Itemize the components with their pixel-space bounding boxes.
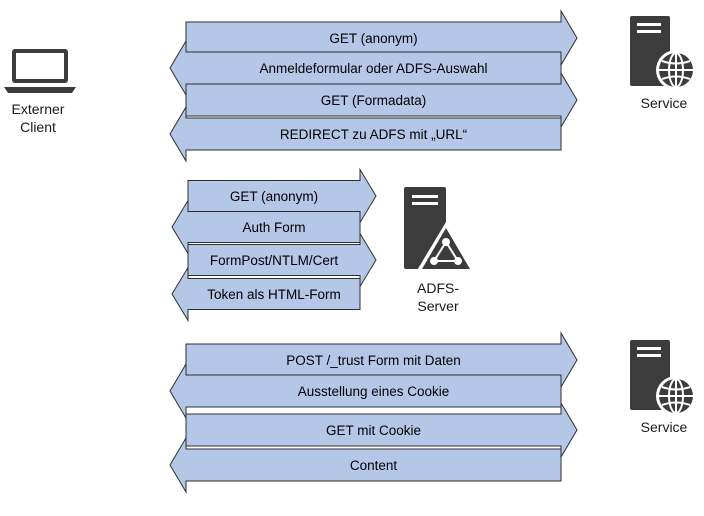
web-server-icon	[630, 16, 696, 90]
arrow-group-adfs: GET (anonym) Auth FormFormPost/NTLM/CertT…	[171, 167, 377, 323]
adfs-label-line2: Server	[417, 298, 459, 314]
response-arrow	[171, 265, 361, 323]
response-arrow	[169, 362, 562, 420]
arrow-label: GET mit Cookie	[326, 423, 421, 438]
arrow-label: Ausstellung eines Cookie	[298, 384, 450, 399]
laptop-icon	[4, 49, 76, 93]
request-arrow	[185, 401, 578, 459]
web-server-icon	[630, 340, 696, 416]
service-bottom-label: Service	[641, 419, 688, 435]
request-arrow	[187, 231, 377, 289]
service-server-top: Service	[630, 16, 696, 111]
client-label-line2: Client	[20, 119, 56, 135]
service-top-label: Service	[641, 95, 688, 111]
arrow-label: Token als HTML-Form	[207, 287, 341, 302]
arrow-label: REDIRECT zu ADFS mit „URL“	[280, 127, 467, 142]
arrow-label: GET (anonym)	[230, 189, 318, 204]
arrow-label: Anmeldeformular oder ADFS-Auswahl	[259, 61, 487, 76]
external-client: Externer Client	[4, 49, 76, 135]
adfs-server-icon	[404, 187, 476, 272]
arrow-label: GET (Formadata)	[321, 93, 427, 108]
arrow-label: FormPost/NTLM/Cert	[210, 253, 339, 268]
arrow-group-service-top: GET (anonym) Anmeldeformular oder ADFS-Au…	[169, 9, 578, 163]
response-arrow	[169, 436, 562, 494]
adfs-label-line1: ADFS-	[417, 280, 459, 296]
arrow-label: GET (anonym)	[329, 31, 417, 46]
adfs-server: ADFS- Server	[404, 187, 476, 314]
request-arrow	[185, 71, 578, 129]
arrow-label: Auth Form	[242, 220, 305, 235]
response-arrow	[169, 105, 562, 163]
response-arrow	[171, 198, 361, 256]
arrow-label: POST /_trust Form mit Daten	[286, 353, 461, 368]
service-server-bottom: Service	[630, 340, 696, 435]
client-label-line1: Externer	[12, 101, 65, 117]
arrow-label: Content	[350, 458, 398, 473]
